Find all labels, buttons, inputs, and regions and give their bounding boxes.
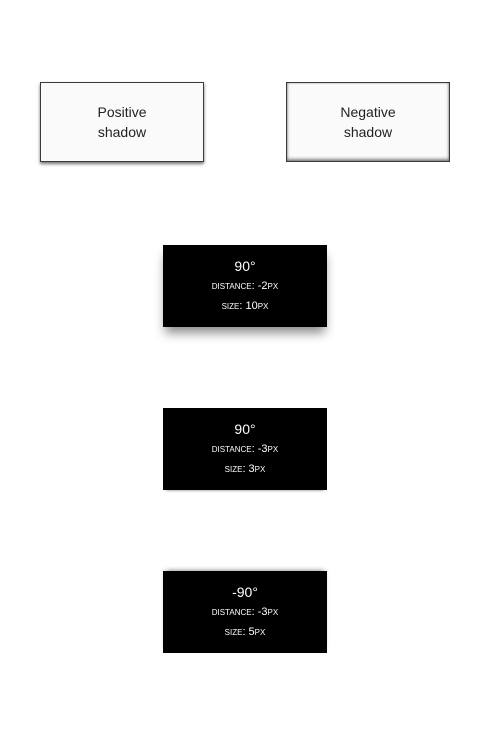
sample-1-distance: distance: -2px [211,280,279,292]
positive-shadow-line2: shadow [97,124,147,140]
shadow-sample-2: 90° distance: -3px size: 3px [163,408,327,490]
sample-1-angle: 90° [234,258,256,274]
negative-shadow-line2: shadow [343,124,393,140]
positive-shadow-box: Positive shadow [40,82,204,162]
sample-3-size: size: 5px [224,626,266,638]
sample-3-angle: -90° [232,584,258,600]
sample-3-distance: distance: -3px [211,606,279,618]
sample-2-angle: 90° [234,421,256,437]
sample-2-size: size: 3px [224,463,266,475]
positive-shadow-label: Positive shadow [97,102,146,142]
negative-shadow-box: Negative shadow [286,82,450,162]
negative-shadow-label: Negative shadow [340,102,395,142]
positive-shadow-line1: Positive [97,104,147,120]
shadow-sample-3: -90° distance: -3px size: 5px [163,571,327,653]
sample-2-distance: distance: -3px [211,443,279,455]
negative-shadow-line1: Negative [340,104,396,120]
sample-1-size: size: 10px [221,300,269,312]
shadow-sample-1: 90° distance: -2px size: 10px [163,245,327,327]
